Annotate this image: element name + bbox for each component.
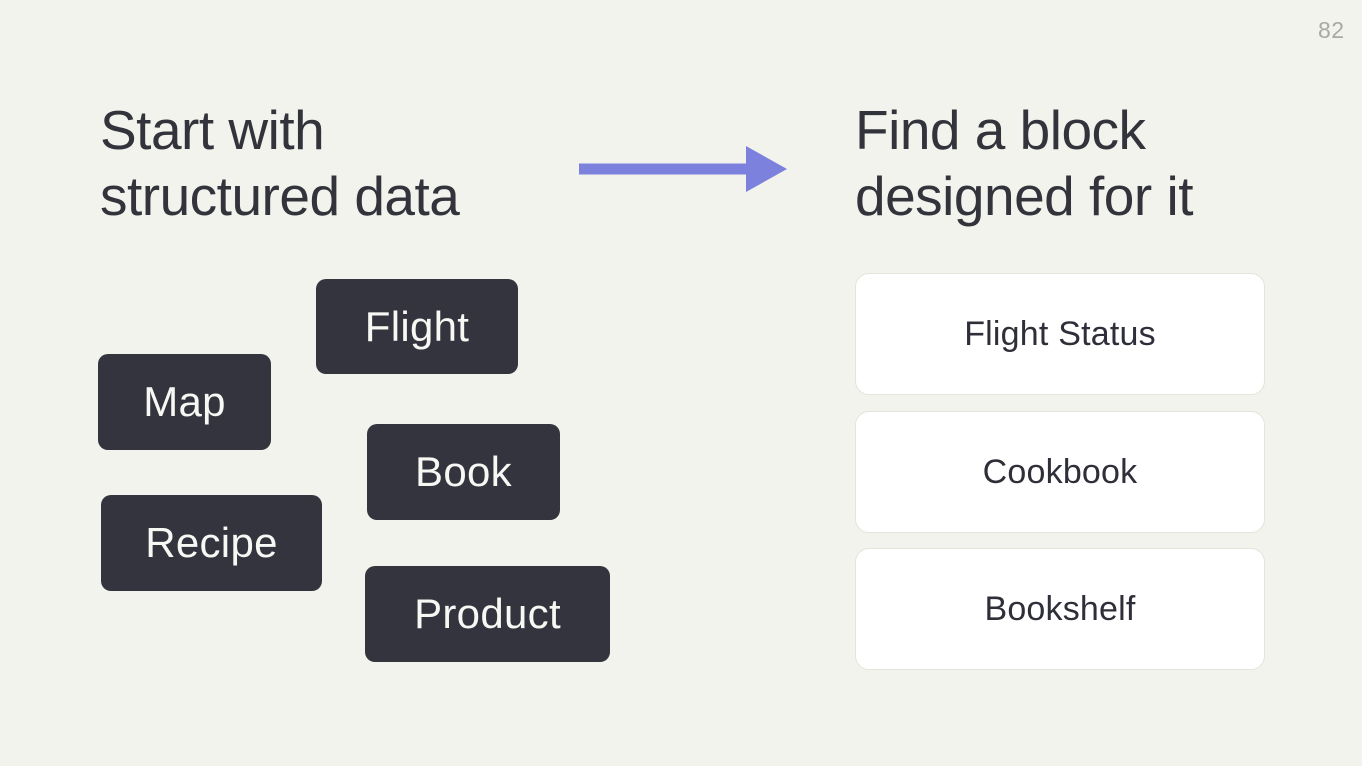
data-chip-book: Book xyxy=(367,424,560,520)
right-heading: Find a block designed for it xyxy=(855,97,1194,229)
left-heading-line1: Start with xyxy=(100,99,325,161)
left-heading: Start with structured data xyxy=(100,97,460,229)
left-heading-line2: structured data xyxy=(100,165,460,227)
right-arrow-icon xyxy=(575,140,793,198)
data-chip-recipe: Recipe xyxy=(101,495,322,591)
block-card-flight-status: Flight Status xyxy=(855,273,1265,395)
block-card-cookbook: Cookbook xyxy=(855,411,1265,533)
data-chip-flight: Flight xyxy=(316,279,518,374)
data-chip-map: Map xyxy=(98,354,271,450)
block-card-bookshelf: Bookshelf xyxy=(855,548,1265,670)
page-number: 82 xyxy=(1318,17,1345,43)
right-heading-line2: designed for it xyxy=(855,165,1194,227)
right-heading-line1: Find a block xyxy=(855,99,1146,161)
data-chip-product: Product xyxy=(365,566,610,662)
